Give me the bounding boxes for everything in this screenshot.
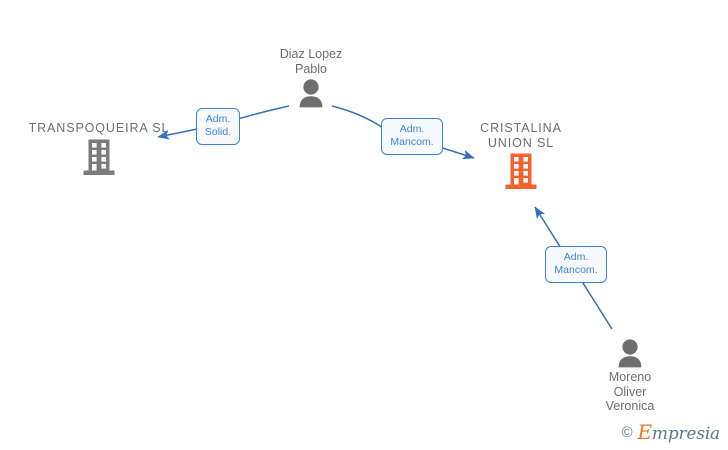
node-label-transpoqueira: TRANSPOQUEIRA SL <box>28 121 170 135</box>
building-icon <box>83 139 115 175</box>
node-company-transpoqueira[interactable]: TRANSPOQUEIRA SL <box>19 121 179 176</box>
edge-label-adm-solid[interactable]: Adm. Solid. <box>196 108 240 145</box>
empresia-watermark: © Empresia <box>621 422 720 443</box>
node-person-moreno-oliver-veronica[interactable]: Moreno Oliver Veronica <box>550 336 710 414</box>
edge-label-adm-mancom-diaz[interactable]: Adm. Mancom. <box>381 118 443 155</box>
building-icon <box>505 153 537 189</box>
node-company-cristalina-union[interactable]: CRISTALINA UNION SL <box>441 121 601 190</box>
node-person-diaz-lopez-pablo[interactable]: Diaz Lopez Pablo <box>231 47 391 108</box>
brand-logo-text: Empresia <box>638 422 721 443</box>
node-label-moreno-oliver-veronica: Moreno Oliver Veronica <box>605 370 655 413</box>
person-icon <box>299 79 323 108</box>
brand-rest: mpresia <box>651 424 720 444</box>
edge-label-adm-mancom-moreno[interactable]: Adm. Mancom. <box>545 246 607 283</box>
node-label-diaz-lopez-pablo: Diaz Lopez Pablo <box>279 47 343 76</box>
brand-initial: E <box>637 420 653 444</box>
person-icon <box>618 339 642 368</box>
node-label-cristalina-union: CRISTALINA UNION SL <box>480 121 562 150</box>
copyright-icon: © <box>621 424 633 441</box>
